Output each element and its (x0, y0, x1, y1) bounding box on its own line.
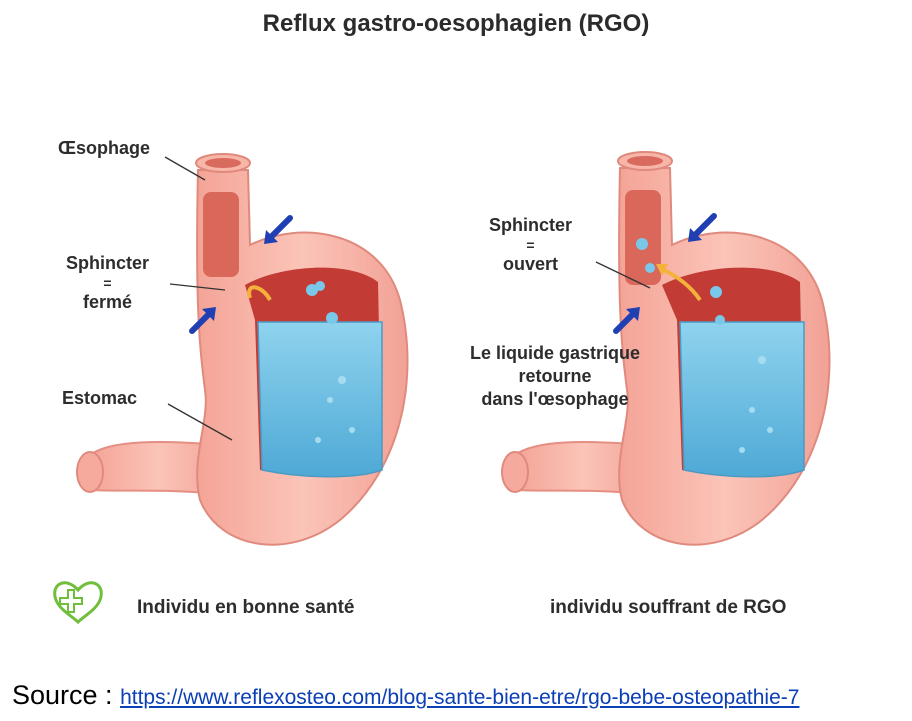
gastric-liquid (257, 321, 383, 478)
heart-cross-icon (53, 581, 103, 625)
liquid-return-label: Le liquide gastrique retourne dans l'œso… (455, 342, 655, 411)
reflux-sphincter-label: Sphincter = ouvert (483, 214, 578, 276)
liquid-line-3: dans l'œsophage (481, 389, 629, 409)
sphincter-word: Sphincter (488, 215, 572, 235)
page-title: Reflux gastro-oesophagien (RGO) (262, 10, 650, 37)
source-prefix: Source : (12, 680, 121, 710)
equals-sign: = (103, 275, 112, 291)
source-link[interactable]: https://www.reflexosteo.com/blog-sante-b… (120, 686, 800, 709)
sphincter-closed-arrow (247, 285, 272, 302)
liquid-line-1: Le liquide gastrique (469, 343, 641, 363)
oesophagus-label: Œsophage (58, 138, 151, 158)
equals-sign: = (526, 237, 535, 253)
healthy-sphincter-label: Sphincter = fermé (60, 252, 155, 314)
liquid-line-2: retourne (518, 366, 592, 386)
reflux-caption: individu souffrant de RGO (550, 597, 787, 618)
pressure-arrow-top (691, 213, 717, 239)
oesophagus-lumen (625, 190, 661, 285)
healthy-caption: Individu en bonne santé (137, 597, 355, 618)
open-word: ouvert (502, 254, 558, 274)
closed-word: fermé (82, 292, 133, 312)
pressure-arrow-bottom (189, 310, 213, 334)
reflux-stomach (501, 151, 831, 546)
oesophagus-lumen (203, 192, 239, 277)
stomach-label: Estomac (62, 388, 138, 408)
pressure-arrow-bottom (613, 310, 637, 334)
source-line: Source : https://www.reflexosteo.com/blo… (12, 680, 799, 711)
pressure-arrow-top (267, 215, 293, 241)
sphincter-word: Sphincter (65, 253, 149, 273)
gastric-liquid (679, 321, 805, 478)
healthy-stomach (76, 153, 409, 546)
